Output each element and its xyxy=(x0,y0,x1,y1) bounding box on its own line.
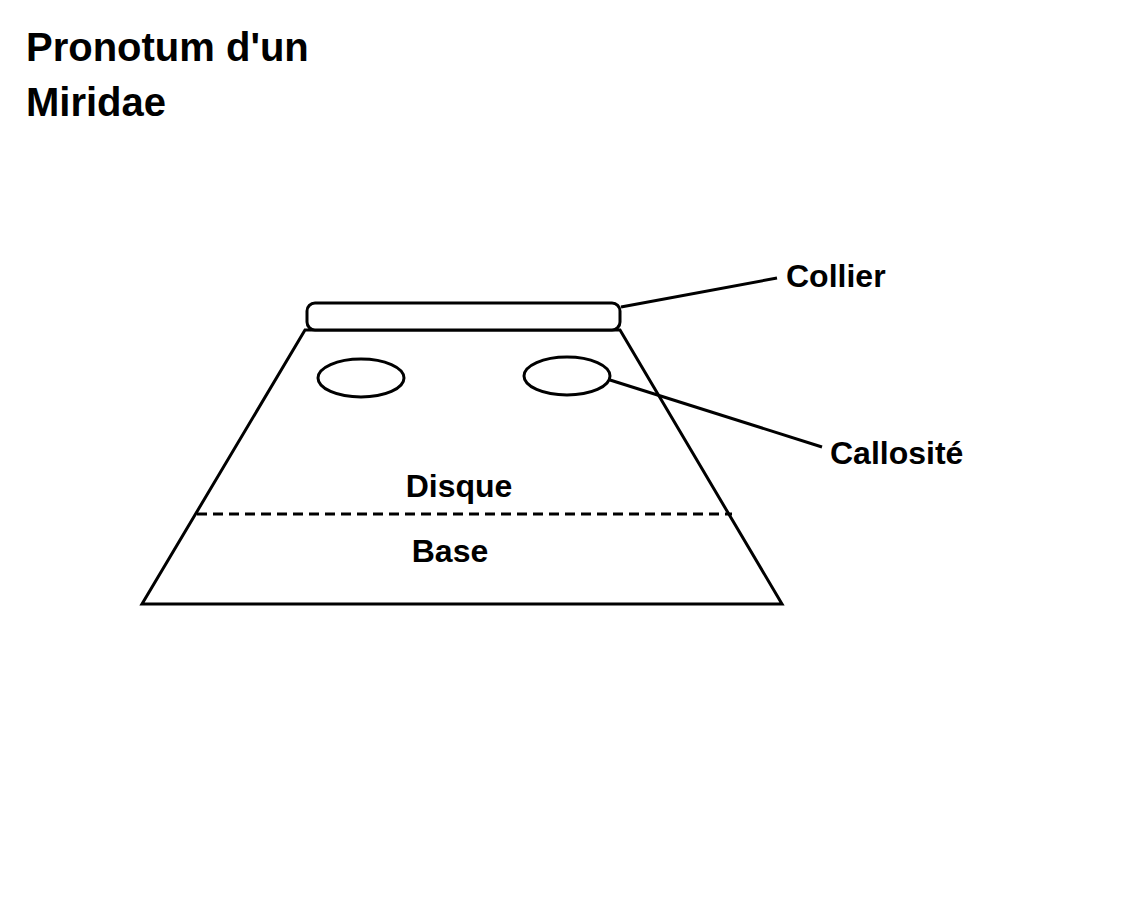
region-label: Disque xyxy=(406,470,513,502)
diagram-title: Pronotum d'un Miridae xyxy=(26,20,406,130)
callosity xyxy=(524,357,610,395)
pronotum-outline xyxy=(142,330,782,604)
leader-line xyxy=(621,278,777,307)
part-label: Callosité xyxy=(830,437,963,469)
collar xyxy=(307,303,620,330)
disc-base-boundary xyxy=(197,513,732,516)
leader-line xyxy=(610,380,822,447)
part-label: Collier xyxy=(786,260,886,292)
callosity xyxy=(318,359,404,397)
region-label: Base xyxy=(412,535,489,567)
